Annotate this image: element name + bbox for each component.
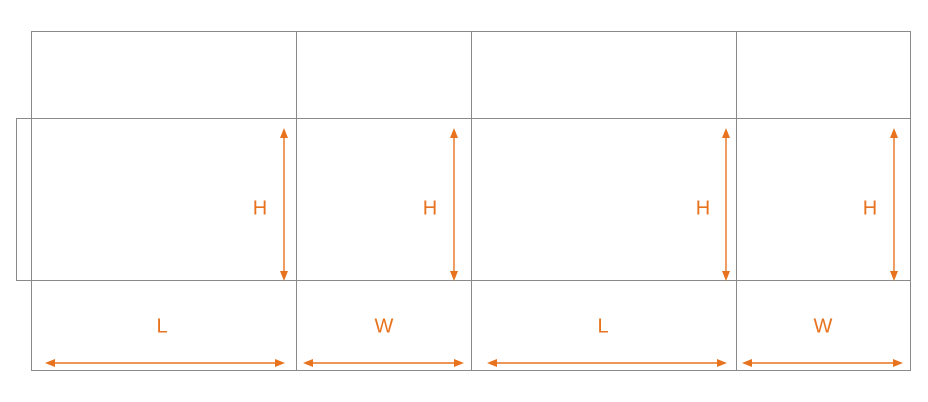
arrow-right-icon [275, 359, 285, 367]
arrow-right-icon [454, 359, 464, 367]
width-dimension-panel-3: L [487, 315, 727, 367]
arrow-right-icon [893, 359, 903, 367]
arrow-left-icon [742, 359, 752, 367]
arrow-up-icon [280, 128, 288, 138]
arrow-down-icon [450, 271, 458, 281]
arrow-left-icon [303, 359, 313, 367]
arrow-down-icon [722, 271, 730, 281]
glue-flap [16, 118, 32, 281]
arrow-up-icon [722, 128, 730, 138]
arrow-right-icon [717, 359, 727, 367]
width-label: W [814, 315, 833, 337]
height-dimension-panel-2: H [423, 128, 458, 281]
height-label: H [423, 197, 437, 219]
arrow-left-icon [487, 359, 497, 367]
width-dimension-panel-4: W [742, 315, 903, 367]
arrow-left-icon [45, 359, 55, 367]
height-label: H [696, 197, 710, 219]
width-dimension-panel-2: W [303, 315, 464, 367]
width-label: L [597, 315, 608, 337]
arrow-up-icon [450, 128, 458, 138]
arrow-up-icon [890, 128, 898, 138]
width-dimension-panel-1: L [45, 315, 285, 367]
arrow-down-icon [890, 271, 898, 281]
height-dimension-panel-3: H [696, 128, 730, 281]
height-label: H [863, 197, 877, 219]
height-label: H [253, 197, 267, 219]
arrow-down-icon [280, 271, 288, 281]
height-dimension-panel-1: H [253, 128, 288, 281]
width-label: L [156, 315, 167, 337]
height-dimension-panel-4: H [863, 128, 898, 281]
width-label: W [375, 315, 394, 337]
